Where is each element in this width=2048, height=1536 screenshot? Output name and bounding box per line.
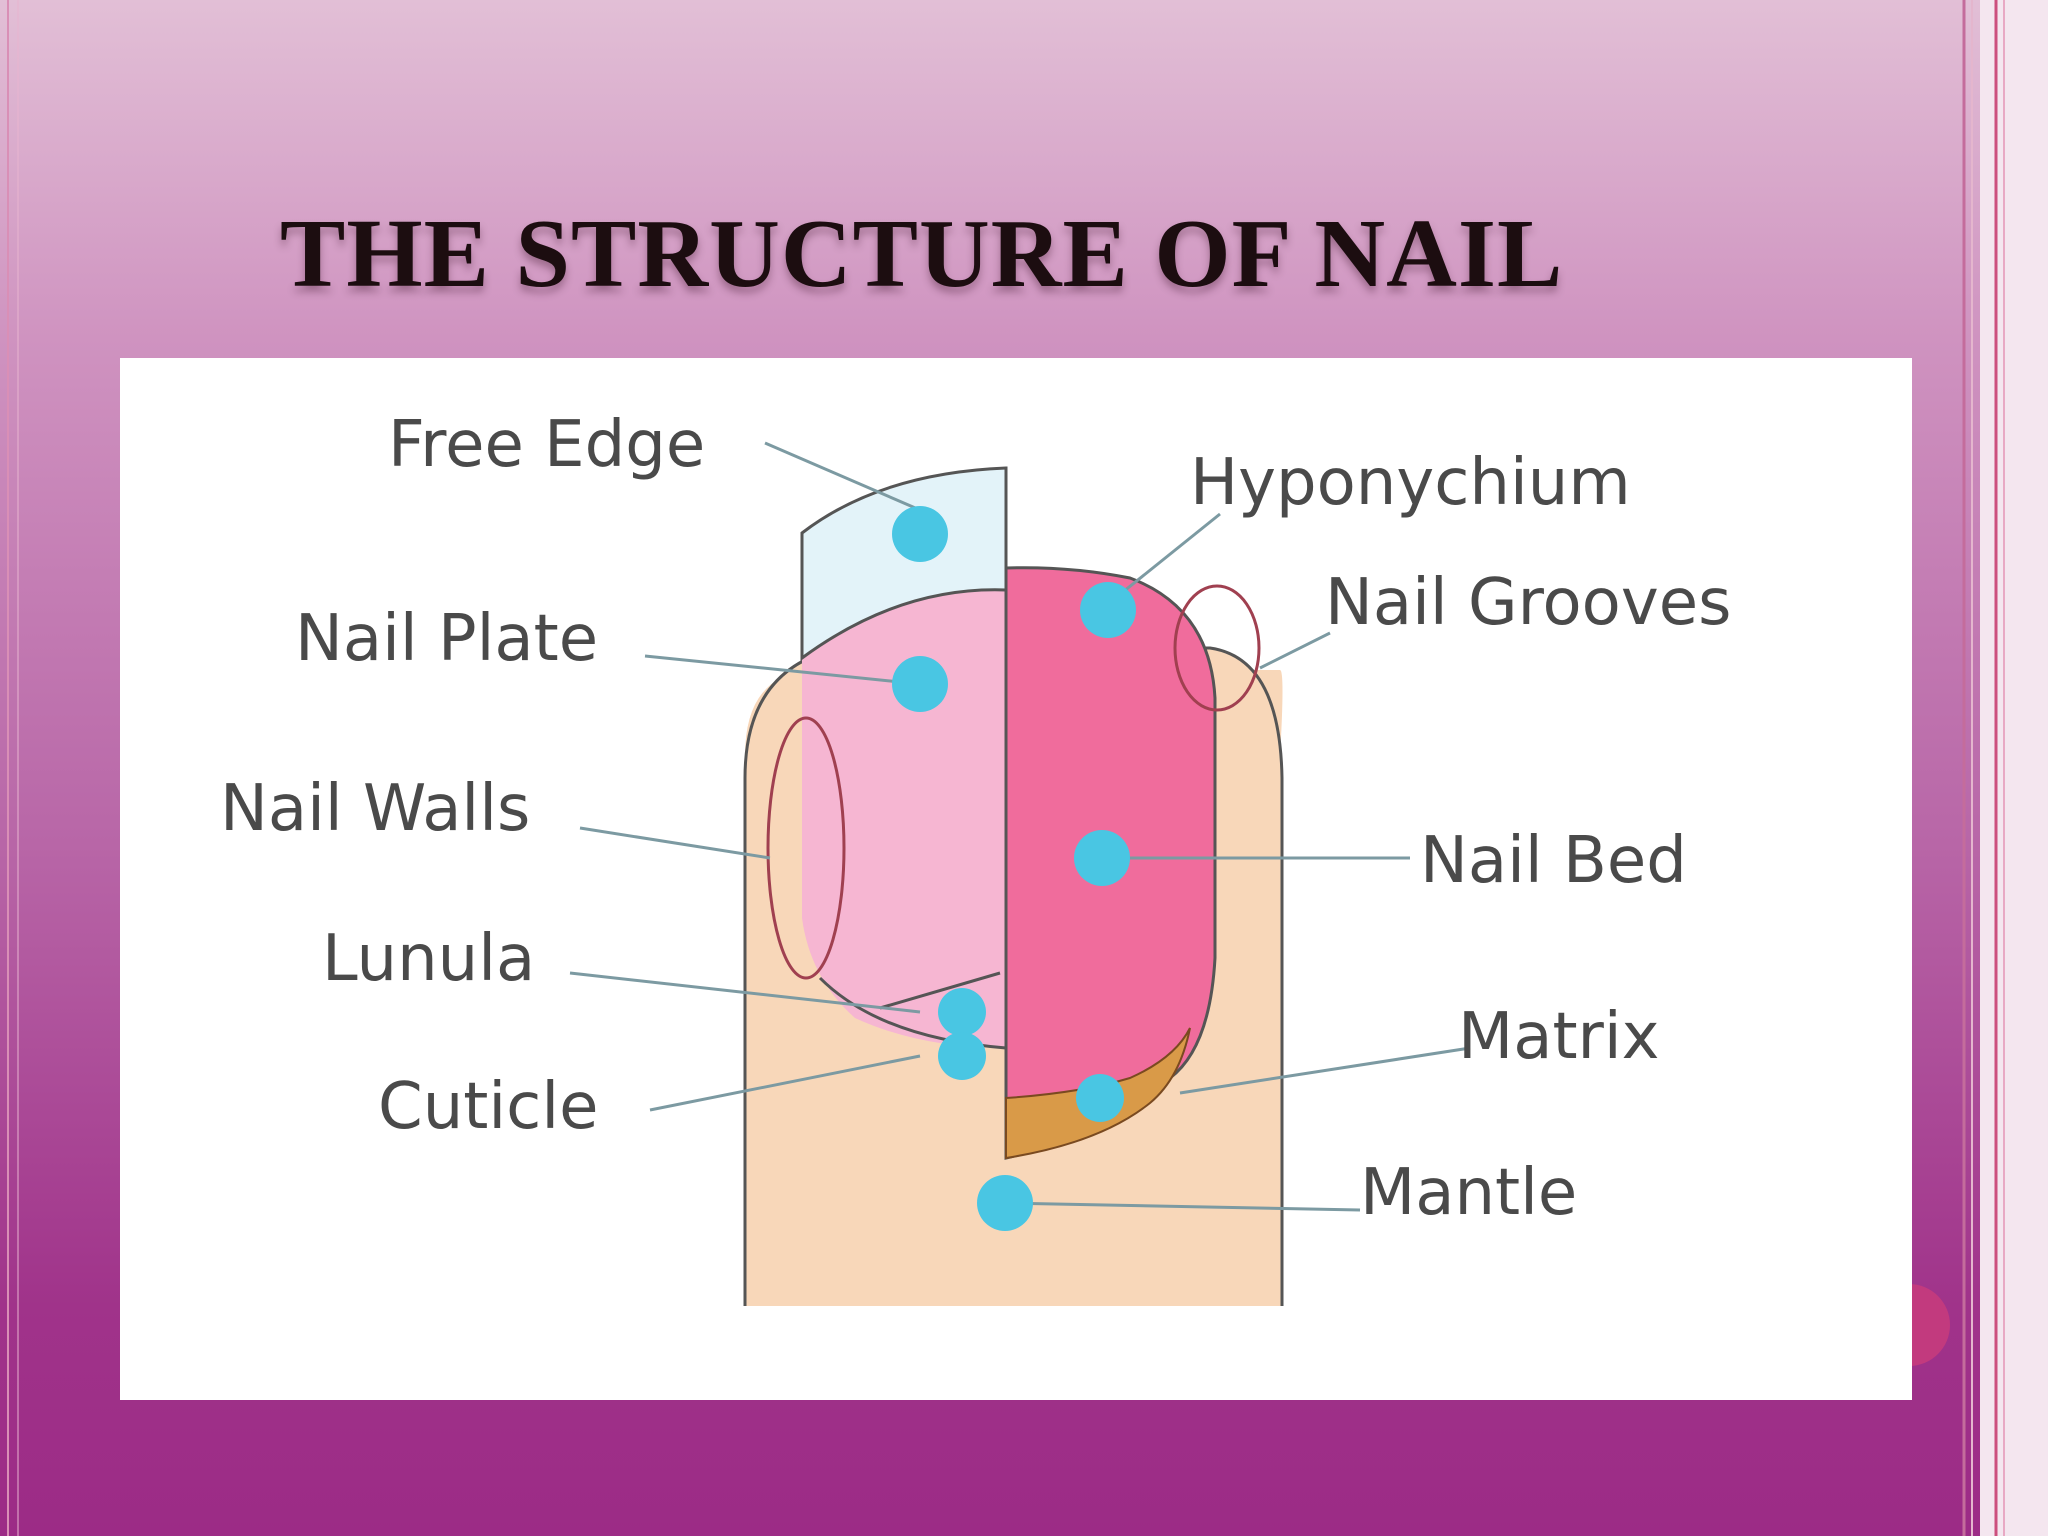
label-mantle: Mantle	[1360, 1156, 1577, 1230]
label-nail-walls: Nail Walls	[220, 772, 530, 846]
marker-nail-plate	[892, 656, 948, 712]
label-lunula: Lunula	[322, 922, 535, 996]
label-nail-plate: Nail Plate	[295, 602, 598, 676]
label-cuticle: Cuticle	[378, 1070, 598, 1144]
label-matrix: Matrix	[1458, 1000, 1660, 1074]
marker-cuticle	[938, 1032, 986, 1080]
marker-free-edge	[892, 506, 948, 562]
marker-mantle	[977, 1175, 1033, 1231]
label-free-edge: Free Edge	[388, 408, 705, 482]
slide-title: THE STRUCTURE OF NAIL	[280, 200, 1564, 308]
nail-grooves-ellipse	[1173, 584, 1261, 712]
nail-diagram: Free Edge Nail Plate Nail Walls Lunula C…	[220, 408, 1731, 1306]
nail-plate-shape	[802, 588, 1006, 1048]
label-hyponychium: Hyponychium	[1190, 446, 1631, 520]
marker-matrix	[1076, 1074, 1124, 1122]
label-nail-grooves: Nail Grooves	[1325, 566, 1731, 640]
nail-walls-ellipse	[766, 716, 846, 980]
marker-hyponychium	[1080, 582, 1136, 638]
leader-lines	[569, 441, 1471, 1212]
nail-diagram-panel: Free Edge Nail Plate Nail Walls Lunula C…	[120, 358, 1912, 1400]
marker-lunula	[938, 988, 986, 1036]
marker-nail-bed	[1074, 830, 1130, 886]
label-nail-bed: Nail Bed	[1420, 824, 1687, 898]
